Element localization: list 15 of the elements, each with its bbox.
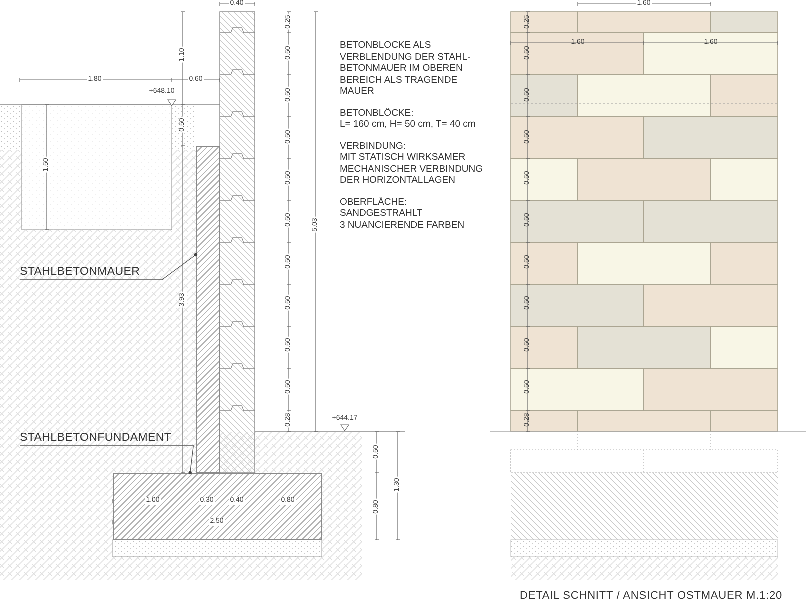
concrete-section	[113, 473, 322, 540]
note-text: SANDGESTRAHLT	[340, 208, 424, 220]
note-text: MIT STATISCH WIRKSAMER MECHANISCHER VERBINDUNG DER HORIZONTALLAGEN	[340, 152, 484, 186]
note-text: OBERFLÄCHE:	[340, 196, 408, 208]
note-text: BETONBLOCKE ALS VERBLENDUNG DER STAHL- BETONMAUER IM OBEREN BEREICH ALS TRAGENDE MAUER	[340, 40, 472, 98]
part-label: STAHLBETONMAUER	[20, 265, 140, 279]
note-text: 3 NUANCIERENDE FARBEN	[340, 220, 466, 231]
note-text: VERBINDUNG:	[340, 140, 407, 152]
note-text: L= 160 cm, H= 50 cm, T= 40 cm	[340, 119, 477, 130]
concrete-section	[196, 146, 220, 473]
leader-line	[20, 253, 198, 280]
drawing-caption: DETAIL SCHNITT / ANSICHT OSTMAUER M.1:20	[520, 590, 783, 602]
leader-line	[20, 446, 194, 475]
part-label: STAHLBETONFUNDAMENT	[20, 431, 172, 445]
note-text: BETONBLÖCKE:	[340, 108, 415, 119]
